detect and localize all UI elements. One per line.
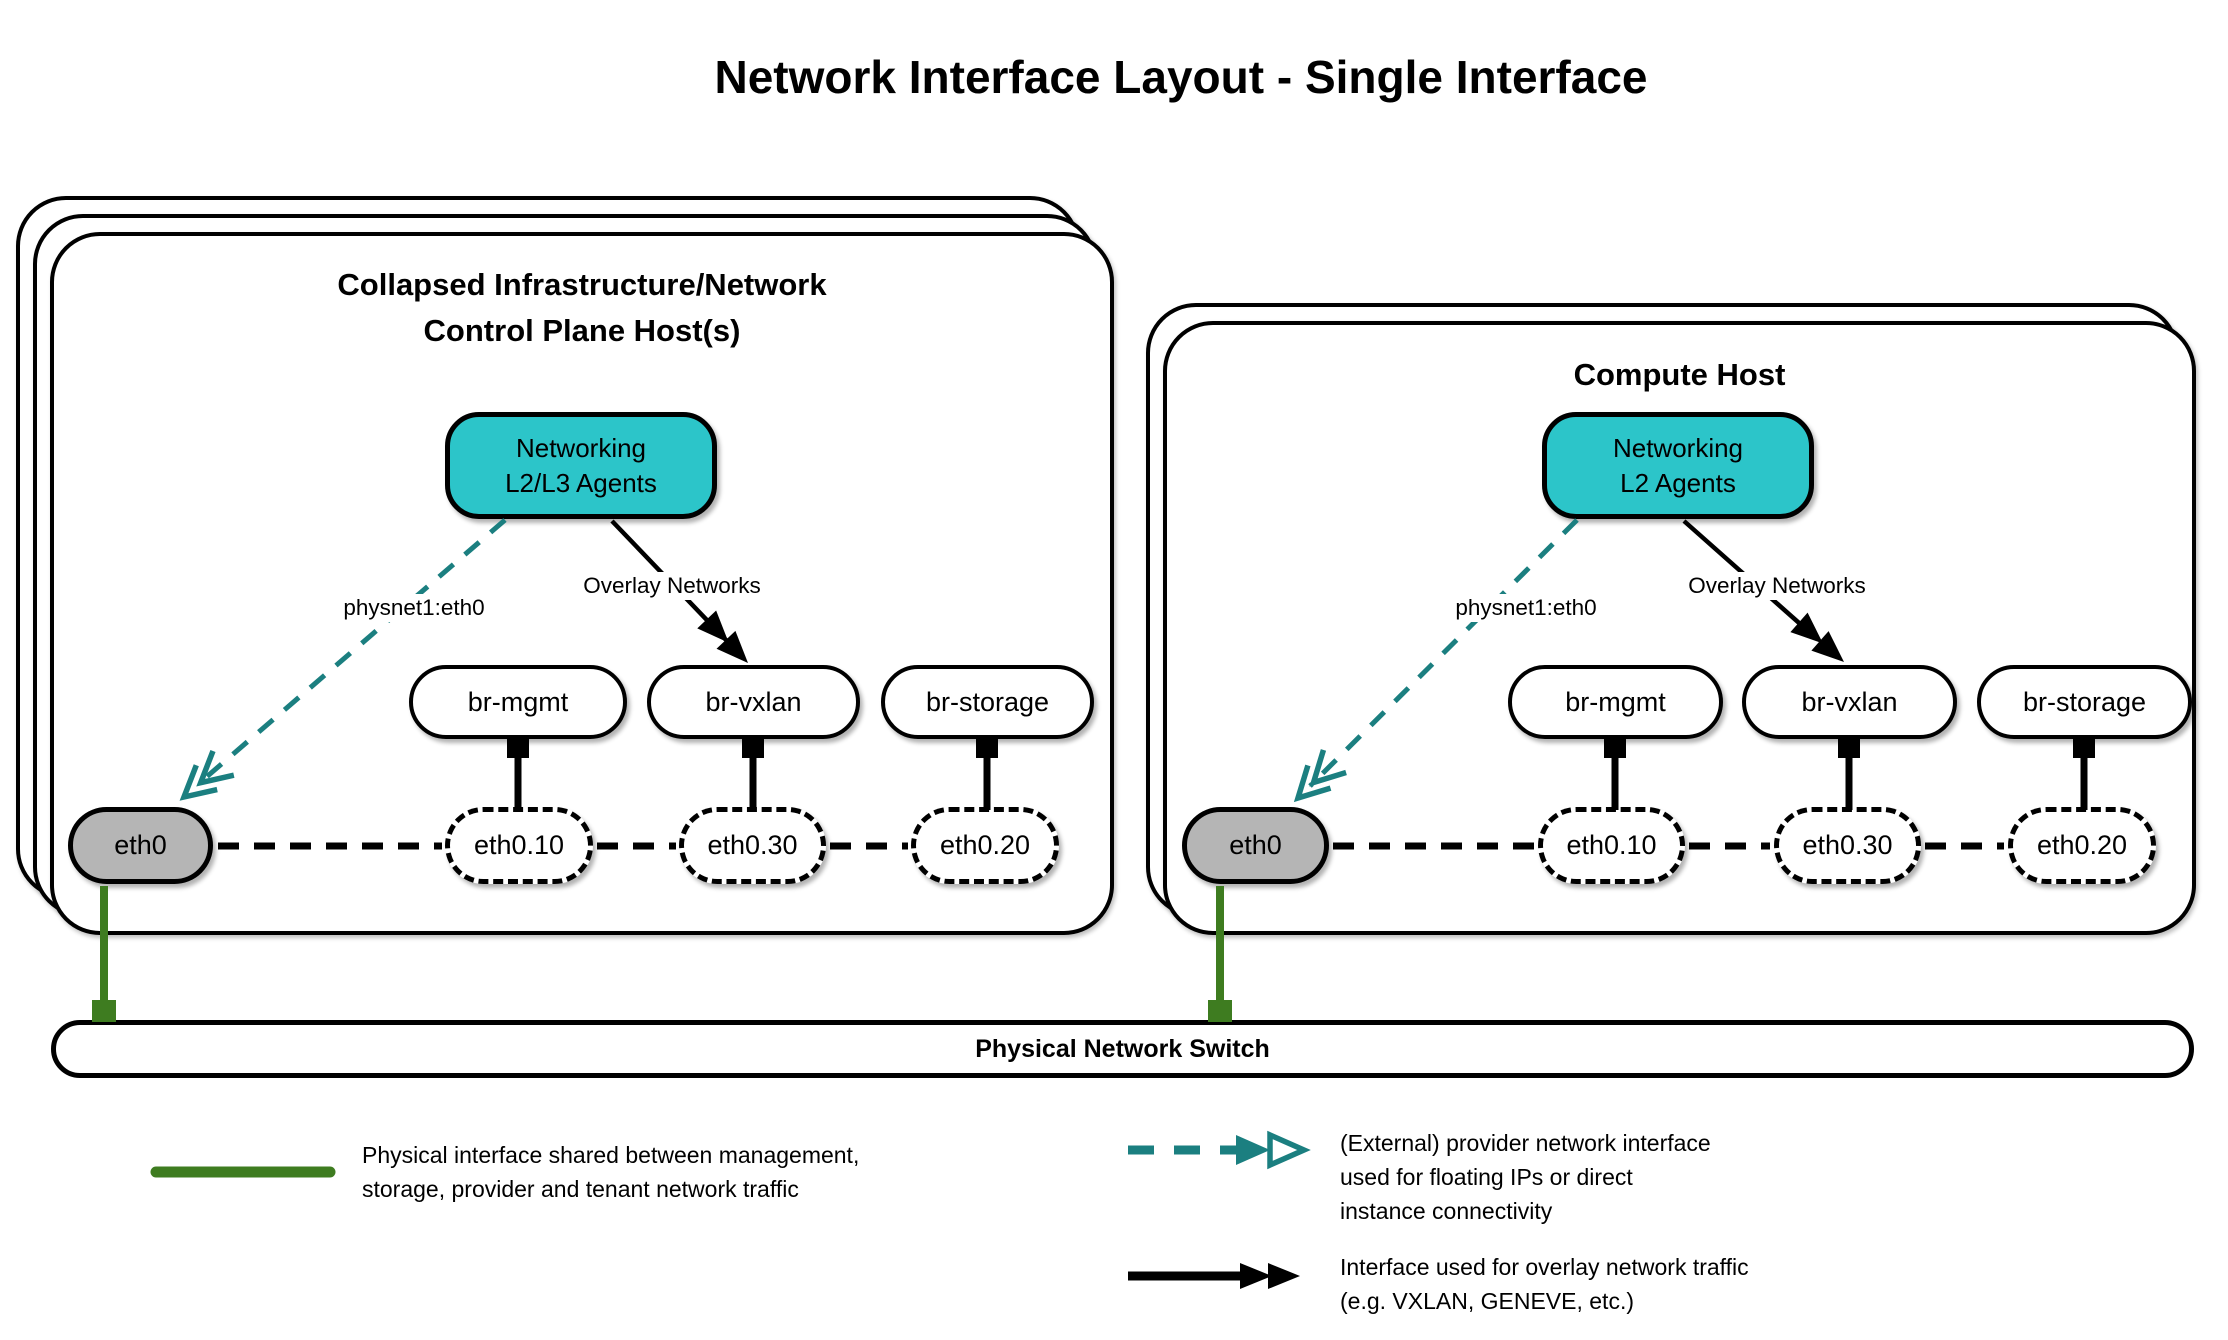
control-eth0-node: eth0 [68, 807, 213, 884]
compute-agent-line1: Networking [1612, 432, 1744, 463]
compute-vlan-eth0-10: eth0.10 [1538, 807, 1685, 884]
compute-host-heading-line1: Compute Host [1573, 357, 1786, 392]
compute-bridge-br-storage: br-storage [1977, 665, 2192, 739]
control-bridge-br-storage: br-storage [881, 665, 1094, 739]
compute-eth0-node: eth0 [1182, 807, 1329, 884]
control-agent-node: Networking L2/L3 Agents [445, 412, 717, 519]
legend-overlay-line1: Interface used for overlay network traff… [1340, 1254, 1749, 1280]
compute-overlay-networks-label: Overlay Networks [1683, 572, 1871, 600]
legend-overlay-interface-text: Interface used for overlay network traff… [1340, 1250, 1749, 1318]
compute-host-heading: Compute Host [1163, 352, 2196, 398]
legend-provider-line1: (External) provider network interface [1340, 1130, 1711, 1156]
control-provider-network-label: physnet1:eth0 [338, 594, 490, 622]
control-host-heading: Collapsed Infrastructure/Network Control… [50, 262, 1114, 354]
legend-physical-line2: storage, provider and tenant network tra… [362, 1176, 799, 1202]
compute-vlan-eth0-20: eth0.20 [2008, 807, 2156, 884]
legend-black-arrowhead-1 [1240, 1263, 1272, 1289]
control-agent-line2: L2/L3 Agents [505, 467, 657, 498]
legend-provider-line2: used for floating IPs or direct [1340, 1164, 1633, 1190]
physical-network-switch: Physical Network Switch [51, 1020, 2194, 1078]
page-title: Network Interface Layout - Single Interf… [0, 50, 2228, 104]
legend-teal-arrowhead-filled [1236, 1135, 1270, 1165]
control-vlan-eth0-10: eth0.10 [445, 807, 593, 884]
legend-provider-interface-text: (External) provider network interface us… [1340, 1126, 1711, 1228]
control-bridge-br-vxlan: br-vxlan [647, 665, 860, 739]
control-host-heading-line2: Control Plane Host(s) [423, 313, 741, 348]
compute-agent-node: Networking L2 Agents [1542, 412, 1814, 519]
legend-black-arrowhead-2 [1268, 1263, 1300, 1289]
compute-physical-link-plug [1208, 1000, 1232, 1022]
compute-vlan-eth0-30: eth0.30 [1774, 807, 1921, 884]
control-bridge-br-mgmt: br-mgmt [409, 665, 627, 739]
legend-provider-line3: instance connectivity [1340, 1198, 1553, 1224]
legend-teal-arrowhead-open [1267, 1130, 1311, 1170]
control-host-heading-line1: Collapsed Infrastructure/Network [337, 267, 827, 302]
compute-bridge-br-vxlan: br-vxlan [1742, 665, 1957, 739]
compute-provider-network-label: physnet1:eth0 [1450, 594, 1602, 622]
compute-bridge-br-mgmt: br-mgmt [1508, 665, 1723, 739]
legend-physical-line1: Physical interface shared between manage… [362, 1142, 860, 1168]
control-physical-link-plug [92, 1000, 116, 1022]
control-agent-line1: Networking [515, 432, 647, 463]
page-title-text: Network Interface Layout - Single Interf… [714, 51, 1648, 103]
legend-physical-interface-text: Physical interface shared between manage… [362, 1138, 859, 1206]
control-overlay-networks-label: Overlay Networks [578, 572, 766, 600]
physical-network-switch-label: Physical Network Switch [975, 1034, 1270, 1063]
compute-agent-line2: L2 Agents [1620, 467, 1736, 498]
control-vlan-eth0-20: eth0.20 [911, 807, 1059, 884]
control-vlan-eth0-30: eth0.30 [679, 807, 826, 884]
legend-overlay-line2: (e.g. VXLAN, GENEVE, etc.) [1340, 1288, 1634, 1314]
